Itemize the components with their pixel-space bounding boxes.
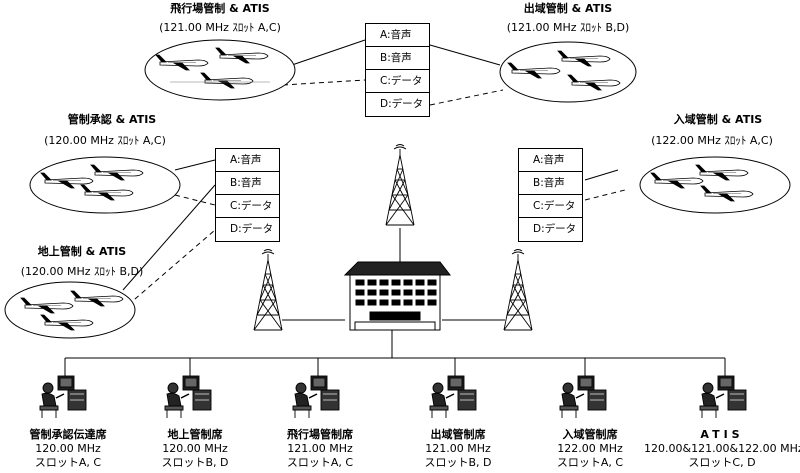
workstation-approach: 入域管制席 122.00 MHz スロットA, C	[530, 428, 650, 470]
workstation-departure: 出域管制席 121.00 MHz スロットB, D	[398, 428, 518, 470]
radio-tower-icon	[503, 249, 533, 331]
workstation-slot: スロットA, C	[286, 456, 354, 469]
workstation-name: 入域管制席	[562, 428, 618, 441]
zone-ellipse-clearance	[29, 156, 181, 214]
workstation-slot: スロットB, D	[161, 456, 229, 469]
slot-cell: A:音声	[216, 149, 279, 172]
controller-console-icon	[559, 375, 607, 419]
controller-console-icon	[429, 375, 477, 419]
workstation-slot: スロットB, D	[424, 456, 492, 469]
radio-tower-icon	[253, 249, 283, 331]
workstation-freq: 120.00 MHz	[35, 442, 101, 455]
network-lines	[64, 39, 726, 377]
controller-console-icon	[39, 375, 87, 419]
slot-cell: C:データ	[366, 70, 429, 93]
slot-cell: C:データ	[216, 195, 279, 218]
controller-console-icon	[292, 375, 340, 419]
zone-title-approach: 入域管制 & ATIS	[673, 113, 763, 126]
workstation-freq: 121.00 MHz	[287, 442, 353, 455]
zone-title-aerodrome: 飛行場管制 & ATIS	[170, 2, 270, 15]
zone-freq-clearance: (120.00 MHz ｽﾛｯﾄ A,C)	[44, 134, 166, 147]
workstation-aerodrome: 飛行場管制席 121.00 MHz スロットA, C	[260, 428, 380, 470]
controller-console-icon	[699, 375, 747, 419]
workstation-name: 飛行場管制席	[287, 428, 353, 441]
slot-cell: D:データ	[380, 98, 424, 110]
slot-cell: B:音声	[366, 47, 429, 70]
workstation-clearance: 管制承認伝達席 120.00 MHz スロットA, C	[8, 428, 128, 470]
zone-freq-approach: (122.00 MHz ｽﾛｯﾄ A,C)	[651, 134, 773, 147]
zone-ellipse-approach	[639, 156, 791, 214]
workstation-atis: ATIS 120.00&121.00&122.00 MHz スロットC, D	[644, 428, 800, 470]
workstation-ground: 地上管制席 120.00 MHz スロットB, D	[135, 428, 255, 470]
data-links	[127, 79, 626, 306]
slot-cell: C:データ	[519, 195, 582, 218]
zone-ellipse-aerodrome	[144, 39, 296, 101]
controller-console-icon	[164, 375, 212, 419]
zone-title-ground: 地上管制 & ATIS	[37, 245, 127, 258]
zone-title-departure: 出域管制 & ATIS	[523, 2, 613, 15]
workstation-name: ATIS	[700, 428, 744, 441]
slot-cell: D:データ	[230, 223, 274, 235]
workstation-freq: 121.00 MHz	[425, 442, 491, 455]
zone-freq-aerodrome: (121.00 MHz ｽﾛｯﾄ A,C)	[159, 21, 281, 34]
slot-cell: B:音声	[519, 172, 582, 195]
slot-cell: D:データ	[533, 223, 577, 235]
workstation-slot: スロットC, D	[688, 456, 756, 469]
slot-cell: A:音声	[519, 149, 582, 172]
workstation-name: 地上管制席	[167, 428, 223, 441]
workstation-slot: スロットA, C	[556, 456, 624, 469]
workstation-freq: 120.00 MHz	[162, 442, 228, 455]
zone-ellipse-ground	[4, 281, 136, 339]
slot-cell: A:音声	[366, 24, 429, 47]
zone-freq-ground: (120.00 MHz ｽﾛｯﾄ B,D)	[20, 265, 144, 278]
zone-freq-departure: (121.00 MHz ｽﾛｯﾄ B,D)	[506, 21, 630, 34]
workstation-name: 管制承認伝達席	[29, 428, 107, 441]
slot-table-left: A:音声 B:音声 C:データ D:データ	[215, 148, 280, 242]
slot-cell: B:音声	[216, 172, 279, 195]
workstation-freq: 120.00&121.00&122.00 MHz	[644, 442, 800, 455]
workstation-freq: 122.00 MHz	[557, 442, 623, 455]
slot-table-right: A:音声 B:音声 C:データ D:データ	[518, 148, 583, 242]
zone-ellipse-departure	[499, 41, 637, 103]
workstation-name: 出域管制席	[430, 428, 486, 441]
zone-title-clearance: 管制承認 & ATIS	[67, 113, 157, 126]
control-building-icon	[343, 261, 452, 331]
slot-table-top: A:音声 B:音声 C:データ D:データ	[365, 23, 430, 117]
workstation-slot: スロットA, C	[34, 456, 102, 469]
radio-tower-icon	[385, 144, 415, 226]
